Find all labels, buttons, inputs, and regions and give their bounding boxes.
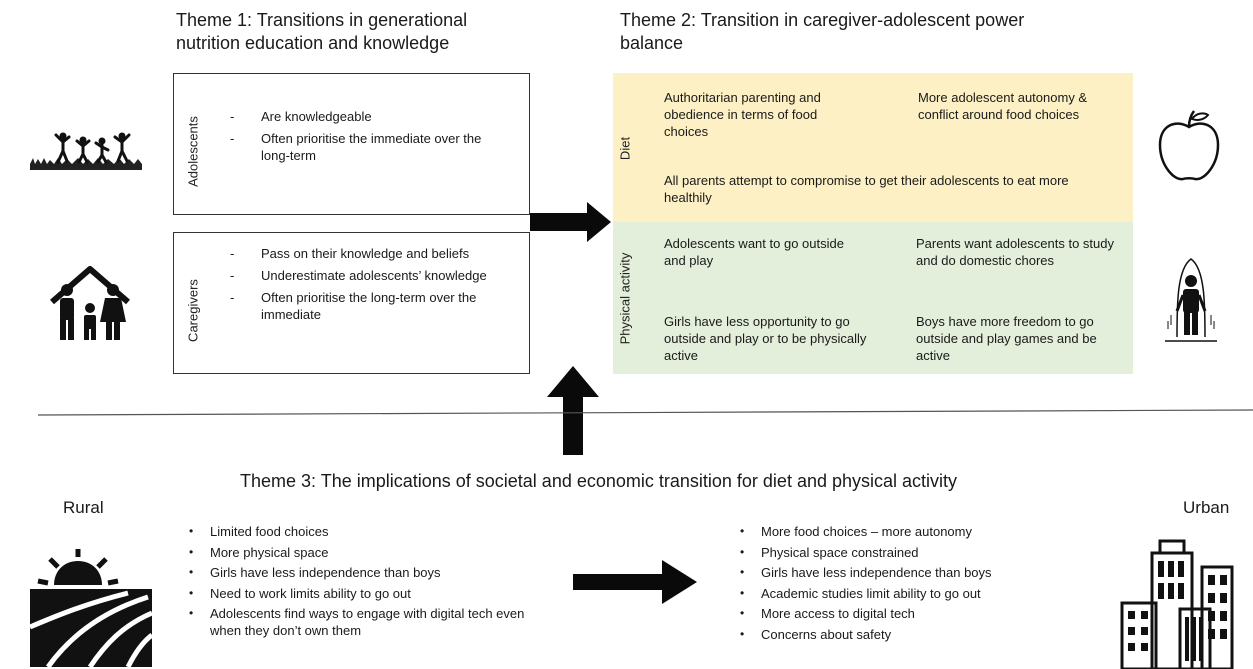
divider-line	[37, 409, 1253, 416]
list-item: More access to digital tech	[734, 605, 1094, 622]
diet-shared-text: All parents attempt to compromise to get…	[664, 173, 1069, 205]
list-item: Often prioritise the immediate over the …	[228, 130, 488, 164]
physical-bottom-right-text: Boys have more freedom to go outside and…	[916, 314, 1097, 363]
theme3-title: Theme 3: The implications of societal an…	[240, 471, 958, 491]
up-arrow-icon	[547, 366, 599, 455]
list-item: Girls have less independence than boys	[734, 564, 1094, 581]
theme1-title: Theme 1: Transitions in generational nut…	[176, 9, 576, 55]
theme1-title-line2: nutrition education and knowledge	[176, 33, 450, 53]
list-item: Concerns about safety	[734, 626, 1094, 643]
list-item: Pass on their knowledge and beliefs	[228, 245, 518, 262]
right-arrow-icon	[530, 202, 611, 242]
physical-bottom-left-text: Girls have less opportunity to go outsid…	[664, 314, 867, 363]
rural-to-urban-arrow-icon	[573, 560, 697, 604]
caregivers-label: Caregivers	[185, 279, 201, 342]
theme2-title-line1: Theme 2: Transition in caregiver-adolesc…	[620, 10, 1025, 30]
list-item: Academic studies limit ability to go out	[734, 585, 1094, 602]
diet-label: Diet	[617, 136, 633, 161]
city-buildings-icon	[1120, 539, 1234, 669]
adolescents-label: Adolescents	[185, 116, 201, 187]
caregivers-list: Pass on their knowledge and beliefs Unde…	[228, 245, 518, 328]
physical-top-right-text: Parents want adolescents to study and do…	[916, 236, 1115, 268]
list-item: Need to work limits ability to go out	[183, 585, 543, 602]
physical-activity-label: Physical activity	[617, 252, 633, 345]
adolescents-list: Are knowledgeable Often prioritise the i…	[228, 108, 488, 169]
list-item: Are knowledgeable	[228, 108, 488, 125]
list-item: Physical space constrained	[734, 544, 1094, 561]
jumping-people-icon	[30, 132, 142, 170]
apple-icon	[1158, 110, 1220, 181]
list-item: Limited food choices	[183, 523, 543, 540]
list-item: More physical space	[183, 544, 543, 561]
diet-left-text: Authoritarian parenting and obedience in…	[664, 90, 821, 139]
rural-list: Limited food choices More physical space…	[183, 523, 543, 643]
theme1-title-line1: Theme 1: Transitions in generational	[176, 10, 468, 30]
diet-panel	[613, 73, 1133, 222]
farm-field-icon	[29, 549, 154, 669]
physical-activity-panel	[613, 222, 1133, 374]
jump-rope-icon	[1165, 258, 1217, 342]
list-item: Adolescents find ways to engage with dig…	[183, 605, 543, 639]
urban-list: More food choices – more autonomy Physic…	[734, 523, 1094, 646]
list-item: Underestimate adolescents’ knowledge	[228, 267, 518, 284]
list-item: Often prioritise the long-term over the …	[228, 289, 518, 323]
list-item: Girls have less independence than boys	[183, 564, 543, 581]
family-house-icon	[50, 266, 130, 340]
rural-label: Rural	[63, 498, 104, 517]
theme2-title: Theme 2: Transition in caregiver-adolesc…	[620, 9, 1080, 55]
theme2-title-line2: balance	[620, 33, 684, 53]
physical-top-left-text: Adolescents want to go outside and play	[664, 236, 844, 268]
list-item: More food choices – more autonomy	[734, 523, 1094, 540]
diet-right-text: More adolescent autonomy & conflict arou…	[918, 90, 1088, 122]
urban-label: Urban	[1183, 498, 1230, 517]
